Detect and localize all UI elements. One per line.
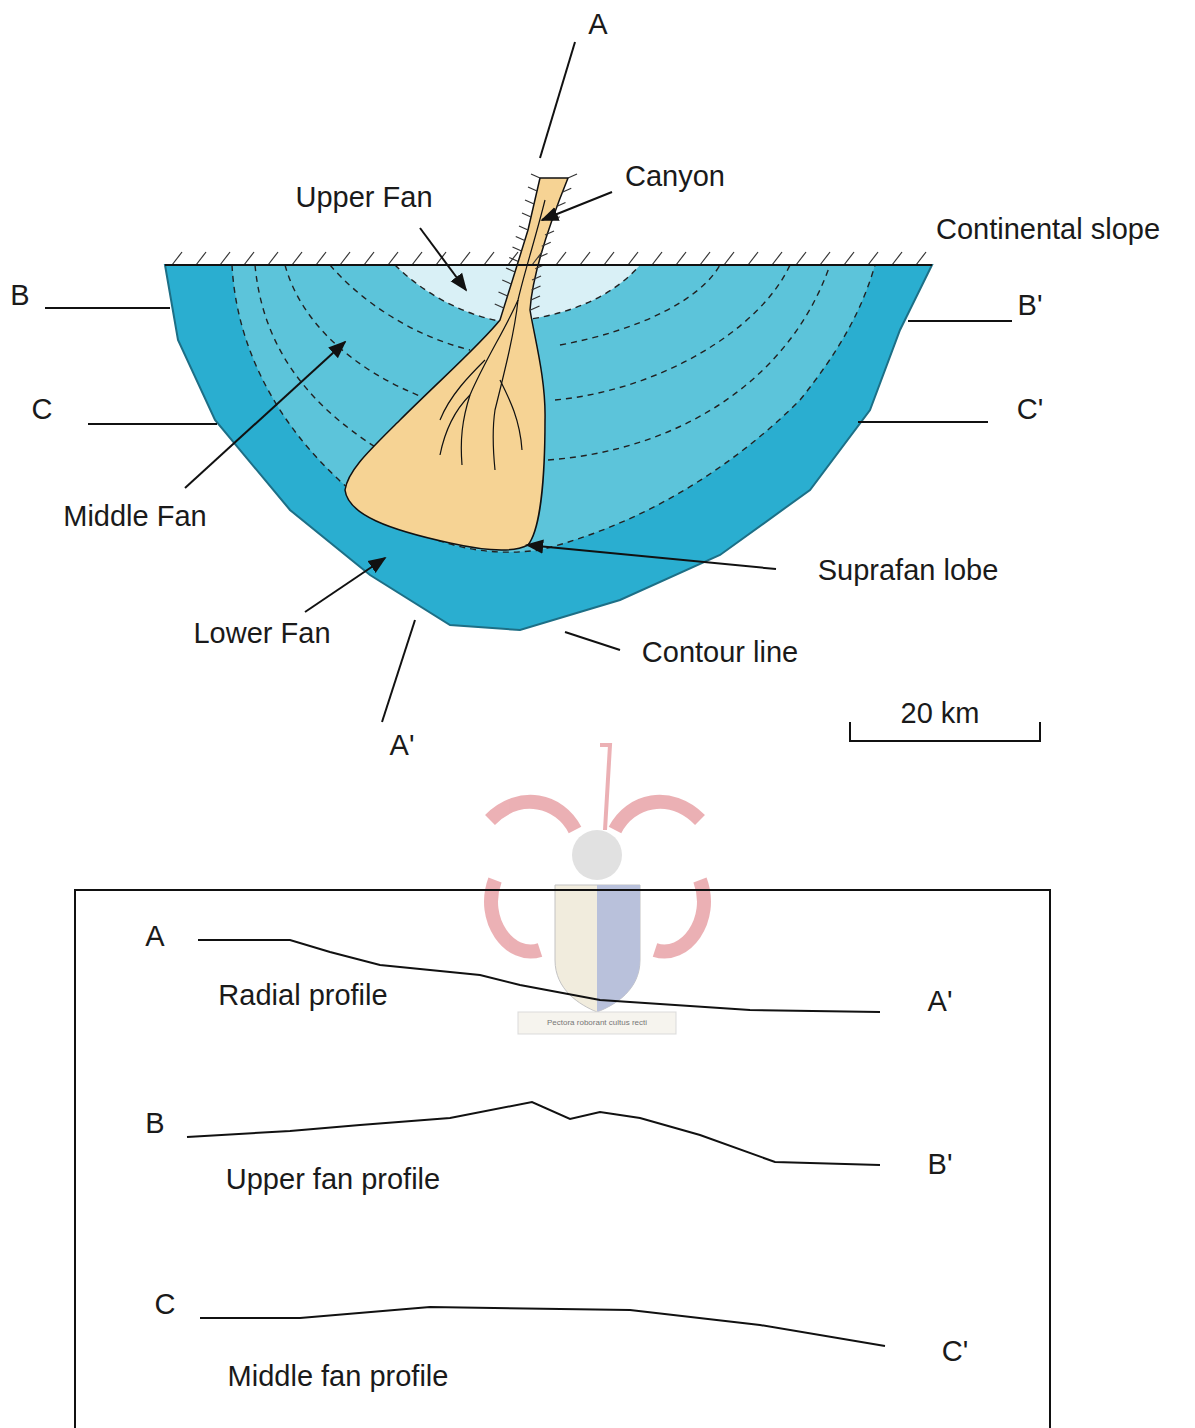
section-letter: C' [1017,394,1043,426]
hachure-tick [539,254,548,258]
slope-edge [165,264,932,266]
hachure-tick [844,252,854,265]
profile-letter: C [155,1289,176,1321]
hachure-tick [772,252,782,265]
hachure-tick [556,252,566,265]
profile-panel [75,890,1050,1428]
hachure-tick [820,252,830,265]
feature-label: Canyon [625,161,725,193]
distributary-channels [440,200,545,470]
hachure-tick [628,252,638,265]
lower-fan-region [165,265,932,630]
hachure-tick [652,252,662,265]
feature-label: Suprafan lobe [818,555,999,587]
hachure-tick [700,252,710,265]
hachure-tick [531,306,540,310]
feature-label: Middle Fan [63,501,206,533]
hachure-tick [532,252,542,265]
hachure-tick [412,252,422,265]
middle-fan-region [232,265,875,552]
contour-dashes [232,265,875,552]
hachure-tick [916,252,926,265]
hachure-tick [676,252,686,265]
slope-hachures [172,174,926,310]
hachure-tick [532,276,541,280]
hachure-tick [868,252,878,265]
profile-letter: B [145,1108,164,1140]
hachure-tick [528,187,537,191]
hachure-tick [532,286,541,290]
section-letter: A [588,9,607,41]
hachure-tick [531,174,540,178]
section-letter: B [10,280,29,312]
profile-letter: A' [928,986,953,1018]
hachure-tick [484,252,494,265]
hachure-tick [580,252,590,265]
hachure-tick [509,258,518,262]
watermark-motto: Pectora roborant cultus recti [547,1019,647,1028]
scale-label: 20 km [901,698,980,730]
section-letter: A' [390,730,415,762]
feature-label: Lower Fan [193,618,330,650]
hachure-tick [196,252,206,265]
hachure-tick [316,252,326,265]
hachure-tick [545,231,554,235]
hachure-tick [542,242,551,246]
hachure-tick [364,252,374,265]
section-letter: B' [1018,290,1043,322]
hachure-tick [724,252,734,265]
hachure-tick [557,203,566,207]
hachure-tick [551,217,560,221]
hachure-tick [562,188,571,192]
leader-arrows [185,192,776,650]
hachure-tick [388,252,398,265]
hachure-tick [502,280,511,284]
feature-label: Upper Fan [295,182,432,214]
profile-title: Radial profile [218,980,387,1012]
suprafan-lobe [345,178,568,550]
hachure-tick [506,268,515,272]
profile-letter: C' [942,1336,968,1368]
hachure-tick [436,252,446,265]
hachure-tick [525,200,534,204]
hachure-tick [495,304,504,308]
hachure-tick [604,252,614,265]
hachure-tick [268,252,278,265]
hachure-tick [748,252,758,265]
profile-title: Upper fan profile [226,1164,440,1196]
hachure-tick [519,226,528,230]
hachure-tick [516,237,525,241]
hachure-tick [499,292,508,296]
profile-title: Middle fan profile [228,1361,449,1393]
feature-label: Contour line [642,637,798,669]
hachure-tick [531,296,540,300]
hachure-tick [292,252,302,265]
hachure-tick [340,252,350,265]
section-letter: C [32,394,53,426]
feature-label: Continental slope [936,214,1160,246]
hachure-tick [460,252,470,265]
hachure-tick [172,252,182,265]
hachure-tick [513,247,522,251]
section-lines [45,42,1012,722]
profile-letter: A [145,921,164,953]
profile-curves [187,940,885,1346]
hachure-tick [522,213,531,217]
hachure-tick [892,252,902,265]
hachure-tick [568,174,577,178]
hachure-tick [244,252,254,265]
hachure-tick [508,252,518,265]
profile-letter: B' [928,1149,953,1181]
hachure-tick [796,252,806,265]
hachure-tick [220,252,230,265]
